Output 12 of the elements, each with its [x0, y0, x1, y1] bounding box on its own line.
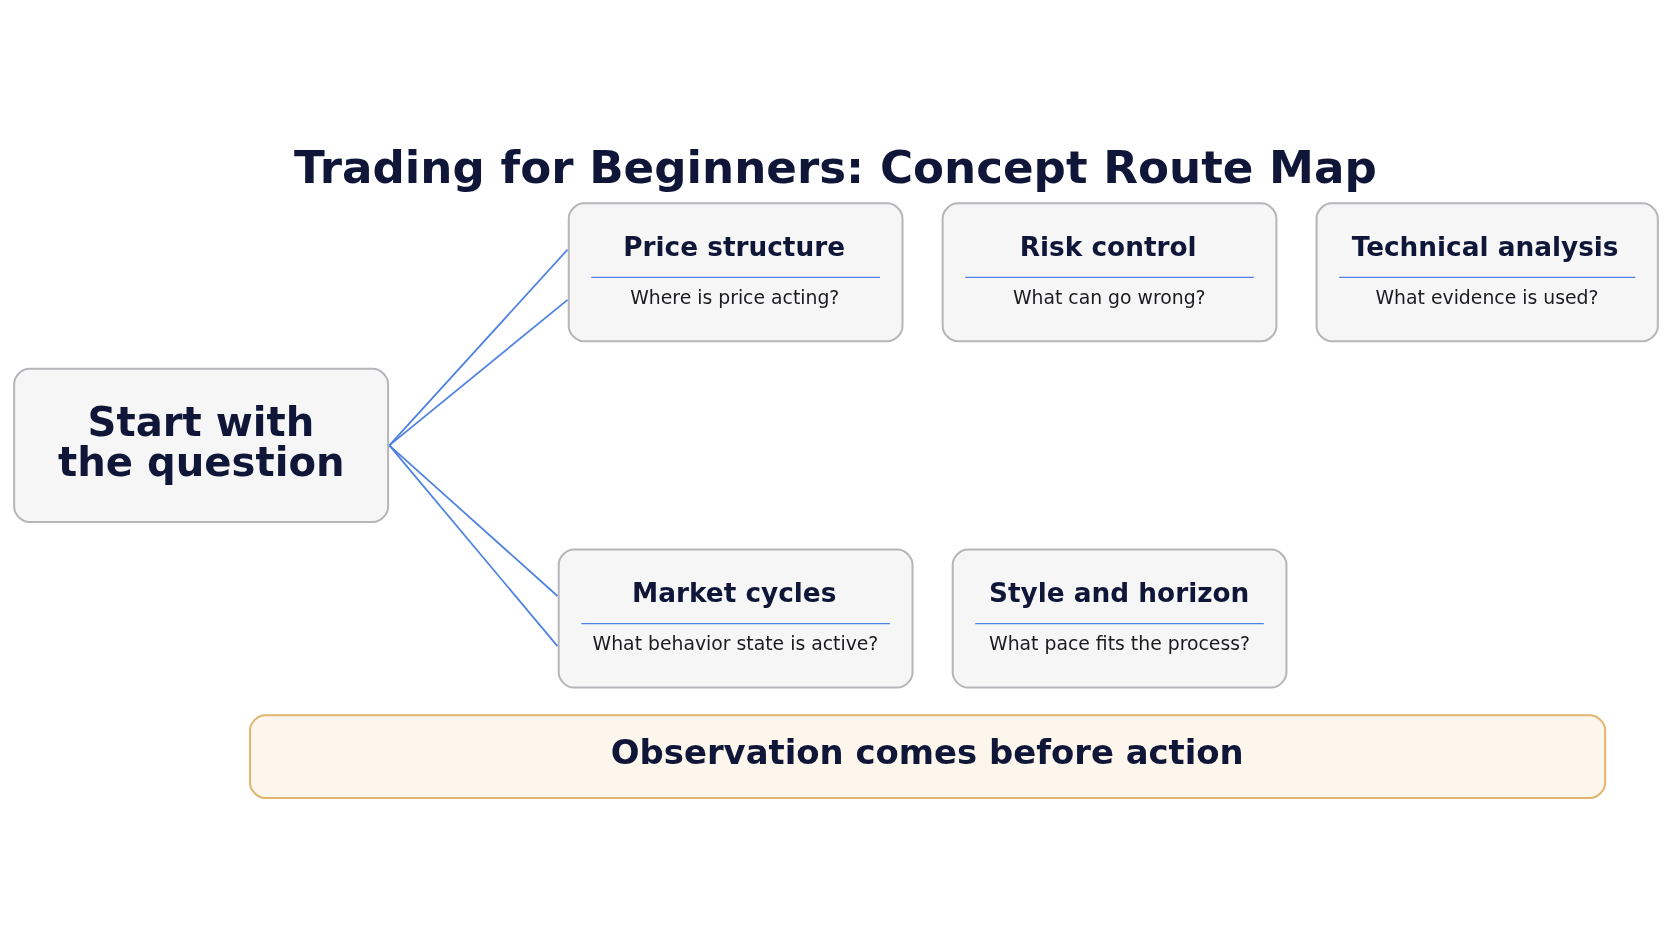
node-box: Price structure Where is price acting?: [567, 202, 904, 343]
connector: [388, 248, 569, 447]
connector: [388, 444, 559, 597]
node-box: Style and horizon What pace fits the process?: [951, 548, 1288, 689]
node-box: Technical analysis What evidence is used?: [1315, 202, 1659, 343]
node-box: Observation comes before action: [249, 714, 1607, 799]
node-box: Start with the question: [13, 367, 390, 523]
node-box: Risk control What can go wrong?: [941, 202, 1278, 343]
connector: [388, 444, 559, 648]
node-box: Market cycles What behavior state is active?: [557, 548, 914, 689]
connector: [388, 299, 569, 447]
diagram-title: Trading for Beginners: Concept Route Map: [293, 140, 1377, 194]
